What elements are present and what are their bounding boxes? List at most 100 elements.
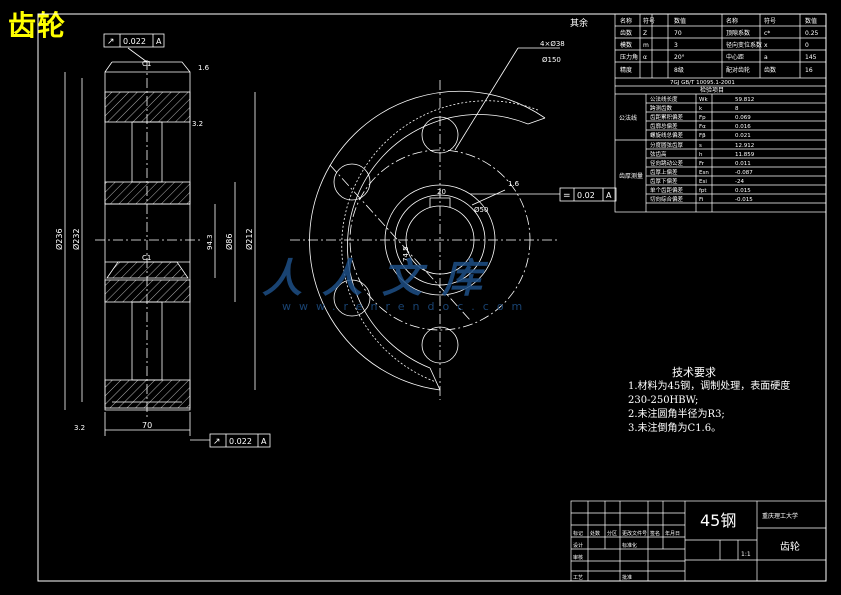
svg-text:0.021: 0.021 [735, 133, 751, 139]
svg-text:Fα: Fα [699, 124, 706, 130]
svg-text:0.016: 0.016 [735, 124, 751, 130]
gdt-datum: A [606, 191, 612, 200]
svg-text:符号: 符号 [643, 17, 655, 25]
svg-text:分区: 分区 [607, 530, 617, 537]
svg-text:标准化: 标准化 [622, 542, 637, 549]
svg-text:12.912: 12.912 [735, 143, 754, 149]
svg-text:8级: 8级 [674, 66, 684, 74]
dim-od: Ø236 [54, 228, 64, 250]
svg-text:工艺: 工艺 [573, 575, 583, 581]
param-standard: 7GJ GB/T 10095.1-2001 [670, 80, 735, 86]
svg-text:齿厚下偏差: 齿厚下偏差 [650, 177, 678, 185]
gdt-value: 0.02 [577, 191, 595, 200]
svg-text:0: 0 [805, 42, 809, 49]
dim-bore: Ø86 [224, 234, 234, 250]
tb-labels: 标记 处数 分区 更改文件号 签名 年月日 设计 审核 工艺 批准 标准化 [573, 530, 680, 581]
dim-hub: 74.5 [402, 246, 410, 262]
dim-root: Ø212 [244, 228, 254, 250]
rough-3: 3.2 [74, 424, 85, 432]
roughness-note: 其余 [570, 17, 588, 29]
gdt-symbol: = [563, 191, 571, 201]
drawing-border [37, 13, 827, 582]
dim-key-depth: 94.3 [206, 234, 214, 250]
gdt-datum: A [261, 437, 267, 446]
svg-text:顶隙系数: 顶隙系数 [726, 29, 750, 37]
svg-text:0.25: 0.25 [805, 30, 819, 37]
svg-text:fpt: fpt [699, 188, 707, 194]
svg-text:s: s [699, 143, 702, 149]
requirement-item: 2.未注圆角半径为R3; [628, 409, 725, 420]
group-name: 公法线 [619, 114, 637, 122]
svg-text:符号: 符号 [764, 17, 776, 25]
svg-text:单个齿距偏差: 单个齿距偏差 [650, 186, 684, 194]
tb-scale: 1:1 [741, 551, 751, 558]
param-check-title: 检验项目 [700, 86, 724, 94]
svg-text:a: a [764, 54, 768, 61]
gdt-symbol: ↗ [213, 437, 221, 447]
technical-requirements: 技术要求 1.材料为45钢，调制处理，表面硬度 230-250HBW; 2.未注… [628, 366, 818, 436]
tb-school: 重庆理工大学 [762, 512, 798, 520]
svg-text:数值: 数值 [805, 17, 817, 25]
svg-text:-24: -24 [735, 179, 744, 185]
check-rows-1: 公法线长度 Wk 59.812 跨测齿数 k 8 齿距累积偏差 Fp 0.069… [650, 95, 754, 139]
svg-text:c*: c* [764, 30, 770, 37]
dim-pcd: Ø150 [542, 56, 561, 64]
svg-text:20°: 20° [674, 54, 685, 61]
dim-chamfer-top: C1 [142, 60, 151, 68]
dim-pitch: Ø232 [71, 228, 81, 250]
check-rows-2: 分度圆弦齿厚 s 12.912 弦齿高 h 11.859 径向跳动公差 Fr 0… [650, 141, 755, 203]
svg-text:径向变位系数: 径向变位系数 [726, 41, 762, 49]
svg-text:精度: 精度 [620, 66, 632, 74]
svg-text:处数: 处数 [590, 530, 600, 537]
svg-text:分度圆弦齿厚: 分度圆弦齿厚 [650, 141, 684, 149]
tb-material: 45钢 [700, 511, 736, 530]
svg-text:径向跳动公差: 径向跳动公差 [650, 159, 684, 167]
svg-text:Esi: Esi [699, 179, 707, 185]
param-rows: 齿数 Z 70 顶隙系数 c* 0.25 模数 m 3 径向变位系数 x 0 压… [620, 29, 819, 74]
svg-text:数值: 数值 [674, 17, 686, 25]
svg-text:切向综合偏差: 切向综合偏差 [650, 195, 684, 203]
svg-text:Z: Z [643, 30, 647, 37]
dim-chamfer-hub: C1 [142, 254, 151, 262]
svg-text:m: m [643, 42, 649, 49]
svg-text:Wk: Wk [699, 97, 708, 103]
svg-text:齿廓总偏差: 齿廓总偏差 [650, 122, 678, 130]
front-view [290, 47, 560, 400]
svg-text:配对齿轮: 配对齿轮 [726, 66, 750, 74]
svg-text:中心距: 中心距 [726, 53, 744, 61]
svg-text:11.859: 11.859 [735, 152, 755, 158]
tb-part: 齿轮 [780, 540, 800, 553]
rough-2: 3.2 [192, 120, 203, 128]
dim-keyway: 20 [437, 188, 446, 196]
svg-text:弦齿高: 弦齿高 [650, 150, 667, 158]
svg-text:签名: 签名 [650, 530, 660, 537]
gdt-value: 0.022 [229, 437, 252, 446]
svg-text:-0.087: -0.087 [735, 170, 753, 176]
svg-text:模数: 模数 [620, 41, 632, 49]
svg-text:压力角: 压力角 [620, 53, 638, 61]
requirements-heading: 技术要求 [672, 366, 716, 379]
svg-text:齿厚上偏差: 齿厚上偏差 [650, 168, 678, 176]
svg-text:k: k [699, 106, 703, 112]
group-name: 齿厚测量 [619, 172, 643, 180]
svg-text:8: 8 [735, 106, 739, 112]
svg-text:螺旋线总偏差: 螺旋线总偏差 [650, 131, 684, 139]
dim-width: 70 [142, 421, 152, 430]
svg-text:Esn: Esn [699, 170, 709, 176]
svg-text:设计: 设计 [573, 542, 583, 549]
gdt-value: 0.022 [123, 37, 146, 46]
param-table [614, 13, 827, 213]
rough-1: 1.6 [198, 64, 210, 72]
svg-text:公法线长度: 公法线长度 [650, 95, 678, 103]
svg-text:70: 70 [674, 30, 682, 37]
gdt-symbol: ↗ [107, 37, 115, 47]
svg-text:145: 145 [805, 54, 817, 61]
svg-text:x: x [764, 42, 768, 49]
section-view [64, 47, 256, 441]
gdt-frame-symmetry: = 0.02 A [470, 187, 617, 202]
dim-holes: 4×Ø38 [540, 40, 565, 48]
title-block [570, 500, 827, 582]
svg-text:Fp: Fp [699, 115, 706, 121]
svg-text:更改文件号: 更改文件号 [622, 530, 647, 537]
